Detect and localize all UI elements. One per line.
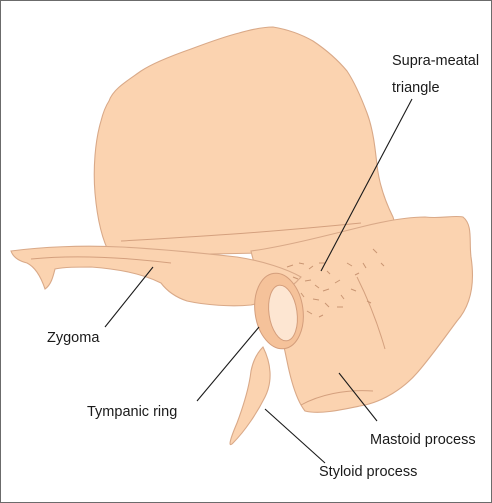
squamous-part (94, 27, 396, 256)
label-supra-meatal-line2: triangle (392, 80, 440, 96)
label-styloid-process: Styloid process (319, 464, 417, 480)
label-supra-meatal-line1: Supra-meatal (392, 53, 479, 69)
label-tympanic-ring: Tympanic ring (87, 404, 177, 420)
label-mastoid-process: Mastoid process (370, 432, 476, 448)
leader-styloid-process (265, 409, 325, 463)
styloid-process (230, 347, 270, 445)
leader-zygoma (105, 267, 153, 327)
label-zygoma: Zygoma (47, 330, 100, 346)
